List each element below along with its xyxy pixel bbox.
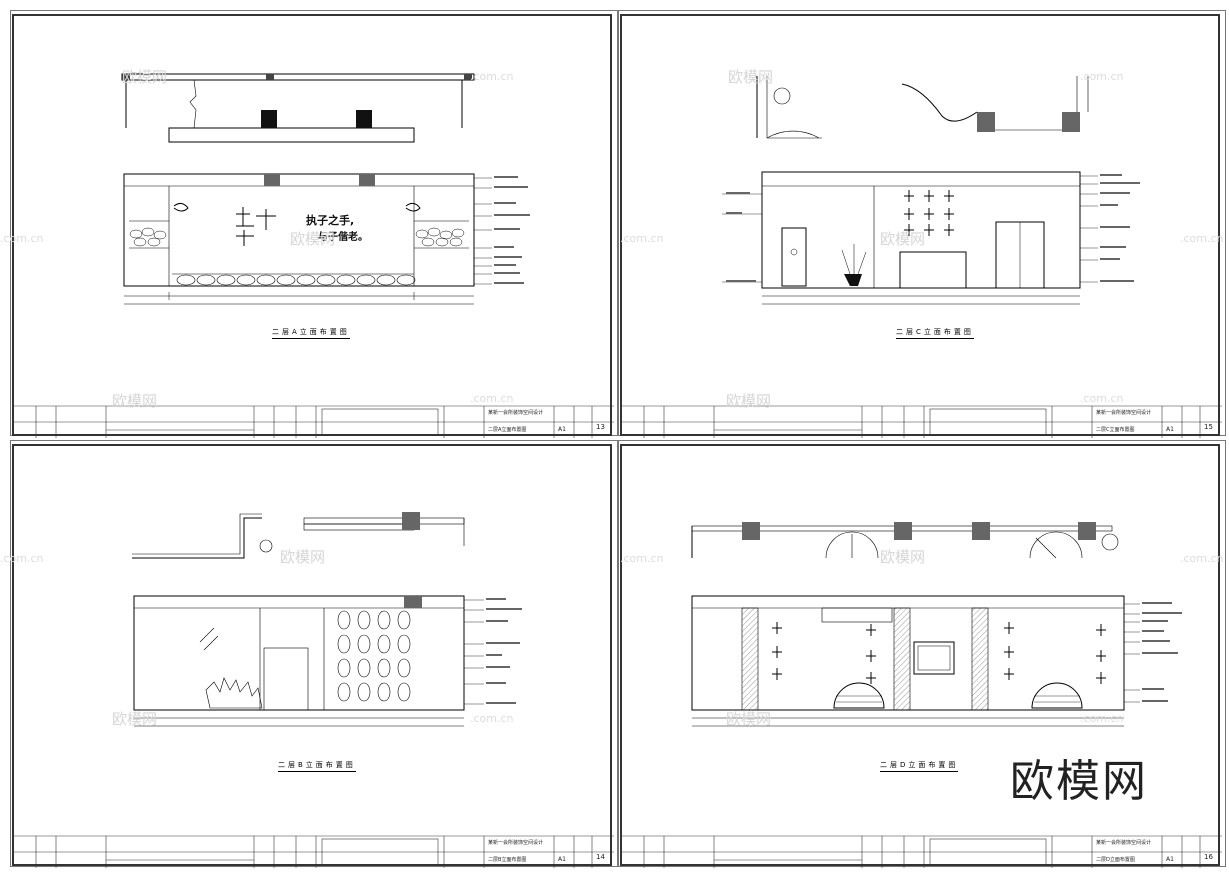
titleblock-sheet-number: 14 — [596, 853, 605, 861]
titleblock-sheet-code: A1 — [1166, 426, 1174, 433]
titleblock-project: 某新一会所装饰空间设计 — [1096, 410, 1152, 416]
titleblock-project: 某新一会所装饰空间设计 — [1096, 840, 1152, 846]
titleblock-sheet-number: 13 — [596, 423, 605, 431]
watermark-url: .com.cn — [1080, 70, 1124, 83]
watermark-url: .com.cn — [0, 552, 44, 565]
watermark-brand: 欧模网 — [880, 230, 926, 248]
watermark-brand: 欧模网 — [122, 68, 168, 86]
watermark-url: .com.cn — [1080, 392, 1124, 405]
watermark-brand: 欧模网 — [280, 548, 326, 566]
watermark-url: .com.cn — [620, 552, 664, 565]
titleblock-sheet-number: 16 — [1204, 853, 1213, 861]
watermark-brand: 欧模网 — [728, 68, 774, 86]
watermark-brand: 欧模网 — [880, 548, 926, 566]
watermark-brand: 欧模网 — [726, 710, 772, 728]
watermark-url: .com.cn — [1180, 552, 1224, 565]
elevation-drawing-c — [622, 76, 1222, 438]
sheet-caption: 二层B立面布置图 — [278, 760, 356, 772]
watermark-brand: 欧模网 — [726, 392, 772, 410]
watermark-url: .com.cn — [1180, 232, 1224, 245]
drawing-sheet-a[interactable]: 执子之手, 与子偕老。 二层A立面布置图 某新一会所装饰空间设计 二层A立面布置… — [12, 14, 614, 438]
titleblock-project: 某新一会所装饰空间设计 — [488, 840, 544, 846]
watermark-url: .com.cn — [470, 392, 514, 405]
slogan-line-1: 执子之手, — [306, 214, 355, 227]
watermark-url: .com.cn — [1080, 712, 1124, 725]
drawing-sheet-d[interactable]: 二层D立面布置图 某新一会所装饰空间设计 二层D立面布置图 A1 16 — [620, 444, 1222, 868]
elevation-drawing-d — [622, 522, 1222, 868]
titleblock-drawing: 二层C立面布置图 — [1096, 427, 1135, 433]
slogan-line-2: 与子偕老。 — [318, 232, 368, 243]
titleblock-drawing: 二层A立面布置图 — [488, 427, 527, 433]
titleblock-sheet-code: A1 — [558, 426, 566, 433]
elevation-drawing-a — [14, 73, 614, 438]
watermark-url: .com.cn — [0, 232, 44, 245]
watermark-url: .com.cn — [470, 70, 514, 83]
titleblock-sheet-code: A1 — [1166, 856, 1174, 863]
sheet-caption: 二层A立面布置图 — [272, 327, 350, 339]
titleblock-sheet-number: 15 — [1204, 423, 1213, 431]
watermark-brand: 欧模网 — [290, 230, 336, 248]
titleblock-drawing: 二层B立面布置图 — [488, 857, 527, 863]
drawing-sheet-b[interactable]: 二层B立面布置图 某新一会所装饰空间设计 二层B立面布置图 A1 14 — [12, 444, 614, 868]
watermark-brand: 欧模网 — [112, 392, 158, 410]
watermark-url: .com.cn — [470, 712, 514, 725]
titleblock-project: 某新一会所装饰空间设计 — [488, 410, 544, 416]
watermark-brand-large: 欧模网 — [1010, 756, 1148, 807]
sheet-caption: 二层C立面布置图 — [896, 327, 974, 339]
sheet-caption: 二层D立面布置图 — [880, 760, 959, 772]
titleblock-sheet-code: A1 — [558, 856, 566, 863]
watermark-brand: 欧模网 — [112, 710, 158, 728]
drawing-sheet-c[interactable]: 二层C立面布置图 某新一会所装饰空间设计 二层C立面布置图 A1 15 — [620, 14, 1222, 438]
watermark-url: .com.cn — [620, 232, 664, 245]
titleblock-drawing: 二层D立面布置图 — [1096, 857, 1135, 863]
elevation-drawing-b — [14, 512, 614, 868]
